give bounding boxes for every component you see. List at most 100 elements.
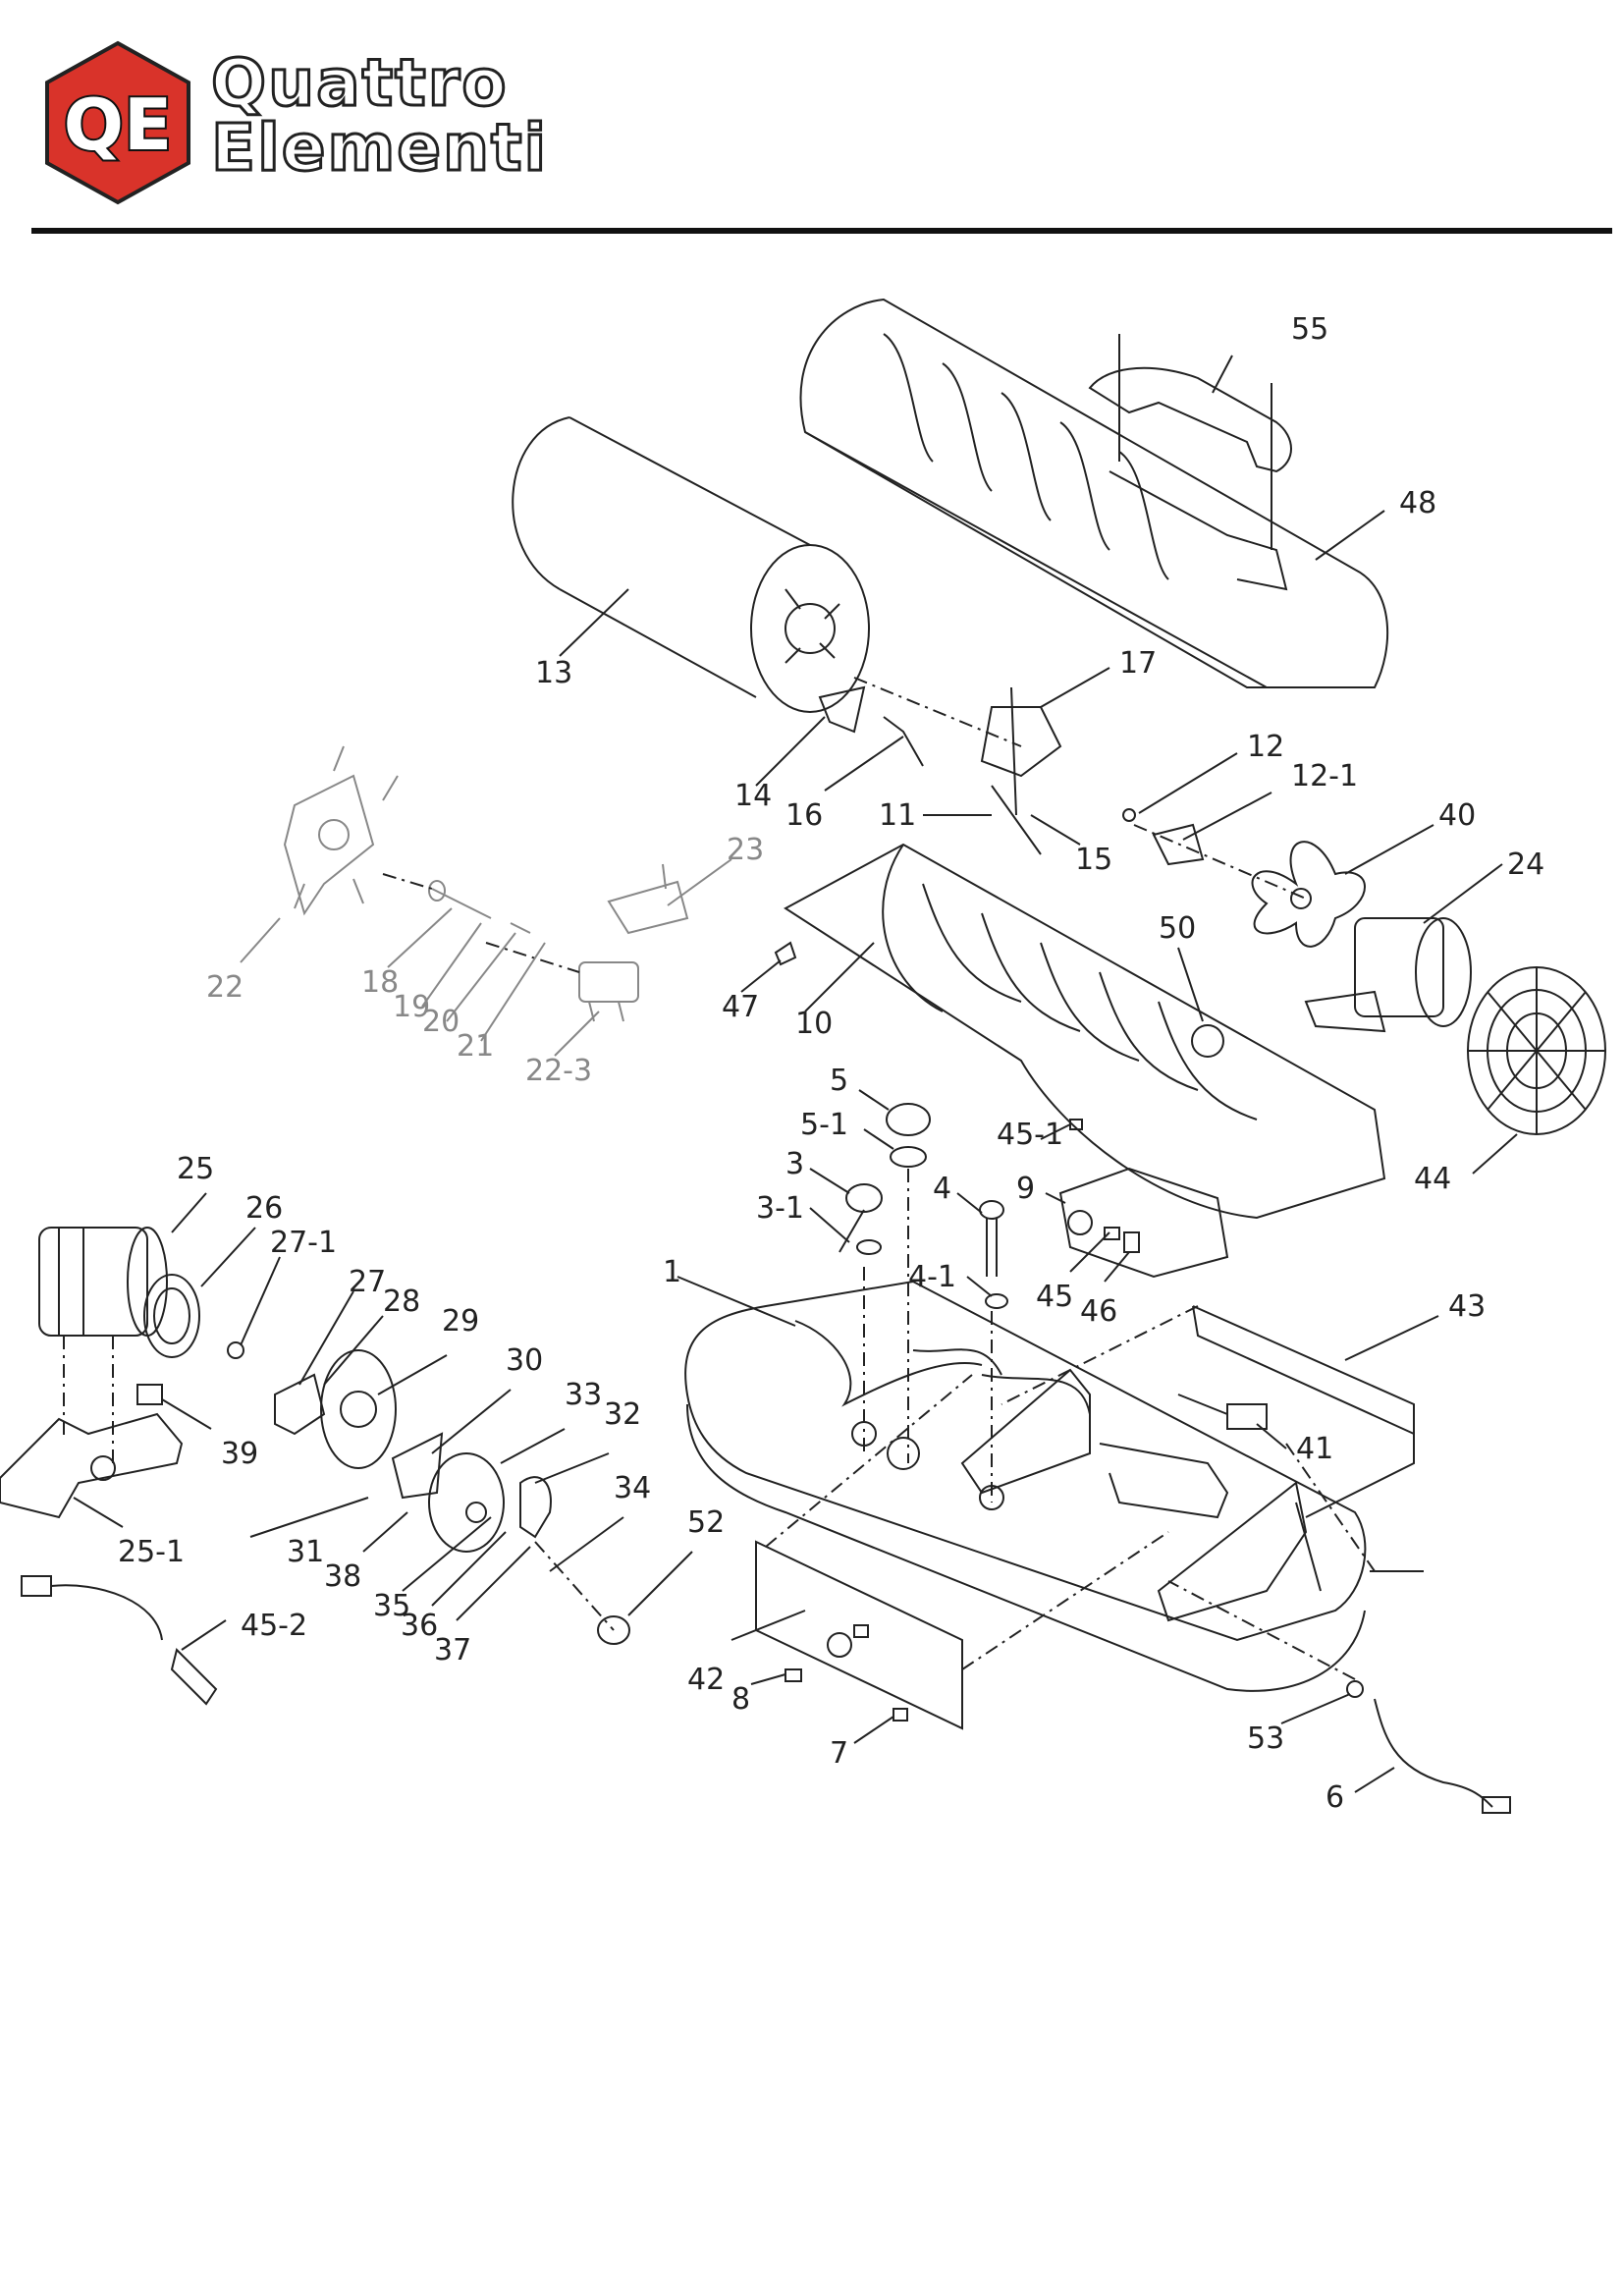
label-21: 21 — [457, 1029, 494, 1064]
cover-29 — [320, 1349, 397, 1469]
label-15: 15 — [1075, 843, 1112, 877]
motor-base-25-1 — [0, 1412, 184, 1519]
part-labels: 55 48 13 17 14 16 11 15 12 12-1 40 24 50… — [118, 312, 1544, 1815]
label-7: 7 — [830, 1736, 848, 1771]
label-42: 42 — [687, 1663, 725, 1697]
label-25-1: 25-1 — [118, 1535, 185, 1569]
label-13: 13 — [535, 656, 572, 690]
cover-32 — [519, 1476, 552, 1539]
logo-letters: QE — [64, 83, 172, 166]
sensor-16 — [883, 716, 924, 767]
nozzle-assembly-22 — [283, 745, 399, 916]
label-18: 18 — [361, 965, 399, 1000]
label-41: 41 — [1296, 1432, 1333, 1466]
front-panel-42 — [755, 1540, 963, 1730]
strain-relief-53 — [1346, 1680, 1364, 1698]
label-55: 55 — [1291, 312, 1328, 347]
label-32: 32 — [604, 1397, 641, 1432]
switch-8 — [784, 1668, 802, 1682]
label-9: 9 — [1016, 1172, 1035, 1206]
label-40: 40 — [1438, 798, 1476, 833]
label-45: 45 — [1036, 1280, 1073, 1314]
power-cord-6 — [1374, 1698, 1511, 1814]
tank-bracket-front — [960, 1368, 1091, 1495]
label-26: 26 — [245, 1191, 283, 1226]
pump-33 — [428, 1452, 505, 1553]
combustion-chamber-13 — [512, 416, 870, 713]
label-6: 6 — [1325, 1780, 1344, 1815]
label-30: 30 — [506, 1343, 543, 1378]
label-22: 22 — [206, 970, 243, 1005]
fan-40 — [1251, 841, 1366, 948]
label-36: 36 — [401, 1609, 438, 1643]
fuel-tank-1 — [684, 1280, 1367, 1692]
label-37: 37 — [434, 1633, 471, 1667]
cap-5 — [886, 1103, 931, 1168]
label-5: 5 — [830, 1064, 848, 1098]
handle-55 — [1088, 334, 1292, 550]
label-29: 29 — [442, 1304, 479, 1339]
label-17: 17 — [1119, 646, 1157, 681]
bracket-14 — [818, 685, 866, 734]
qe-logo-hex-icon: QE — [45, 40, 190, 205]
alignment-lines — [63, 677, 1376, 1680]
ignition-41 — [1177, 1394, 1268, 1430]
header-rule — [31, 228, 1612, 234]
knob-7 — [893, 1708, 908, 1722]
tank-bracket-rear — [1157, 1481, 1308, 1622]
gasket-26 — [143, 1274, 200, 1358]
label-24: 24 — [1507, 847, 1544, 882]
page-header: QE Quattro Elementi — [0, 0, 1623, 236]
label-22-3: 22-3 — [525, 1054, 592, 1088]
gauge-3 — [839, 1183, 883, 1255]
label-34: 34 — [614, 1471, 651, 1505]
fitting-27-1 — [227, 1341, 244, 1359]
label-1: 1 — [663, 1255, 681, 1289]
label-48: 48 — [1399, 486, 1436, 520]
motor-25 — [38, 1227, 168, 1337]
label-10: 10 — [795, 1007, 833, 1041]
control-panel-9 — [1058, 1167, 1229, 1279]
top-shell-48 — [799, 298, 1389, 688]
label-3: 3 — [785, 1147, 804, 1181]
connector-39 — [136, 1384, 163, 1405]
brand-name: Quattro Elementi — [209, 49, 548, 182]
label-45-2: 45-2 — [241, 1609, 307, 1643]
probe-45-2 — [21, 1575, 218, 1706]
label-3-1: 3-1 — [756, 1191, 804, 1226]
screw-12 — [1122, 808, 1136, 822]
label-53: 53 — [1247, 1722, 1284, 1756]
fan-guard-44 — [1467, 966, 1606, 1135]
label-31: 31 — [287, 1535, 324, 1569]
plug-52 — [597, 1615, 630, 1645]
label-20: 20 — [422, 1005, 460, 1039]
label-12: 12 — [1247, 730, 1284, 764]
label-4: 4 — [933, 1172, 951, 1206]
label-35: 35 — [373, 1589, 410, 1623]
label-16: 16 — [785, 798, 823, 833]
nozzle-holder-17 — [980, 686, 1062, 855]
motor-24 — [1304, 917, 1472, 1033]
label-14: 14 — [734, 779, 772, 813]
filter-4 — [979, 1200, 1008, 1309]
nozzle-18 — [428, 880, 492, 919]
label-28: 28 — [383, 1285, 420, 1319]
label-47: 47 — [722, 990, 759, 1024]
label-8: 8 — [731, 1682, 750, 1717]
label-5-1: 5-1 — [800, 1108, 848, 1142]
spring-20 — [510, 922, 531, 934]
plate-30 — [391, 1432, 444, 1500]
bracket-47 — [774, 941, 797, 966]
bracket-12-1 — [1152, 823, 1205, 866]
label-52: 52 — [687, 1505, 725, 1540]
label-46: 46 — [1080, 1294, 1117, 1329]
label-50: 50 — [1159, 911, 1196, 946]
label-19: 19 — [393, 990, 430, 1024]
leader-lines — [73, 355, 1518, 1793]
label-38: 38 — [324, 1559, 361, 1594]
label-33: 33 — [565, 1378, 602, 1412]
label-12-1: 12-1 — [1291, 759, 1358, 793]
label-23: 23 — [727, 833, 764, 867]
label-27-1: 27-1 — [270, 1226, 337, 1260]
fan-27 — [274, 1373, 326, 1436]
